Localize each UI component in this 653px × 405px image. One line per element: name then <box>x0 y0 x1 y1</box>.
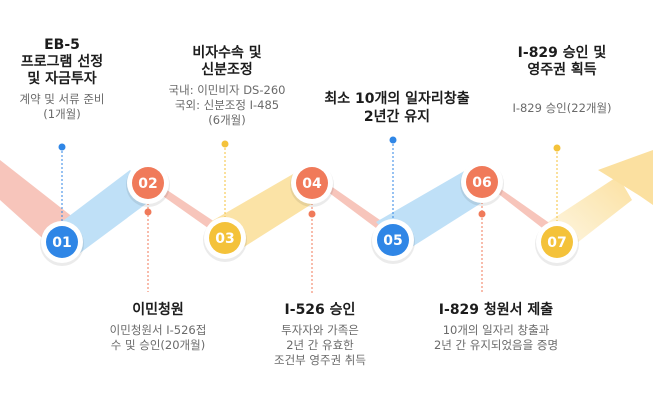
step-node-04: 04 <box>290 162 334 207</box>
step-number: 04 <box>302 176 322 192</box>
step-description-line: (6개월) <box>208 113 246 127</box>
step-label-05: 최소 10개의 일자리창출 2년간 유지 <box>307 90 487 126</box>
step-title-line: EB-5 <box>44 37 80 53</box>
step-description-line: 국내: 이민비자 DS-260 <box>168 83 286 97</box>
step-description-line: 이민청원서 I-526접 <box>109 323 207 337</box>
step-title-line: 영주권 획득 <box>527 62 597 78</box>
node-inner <box>209 222 241 254</box>
node-inner <box>377 224 409 256</box>
step-description-line: (1개월) <box>43 107 81 121</box>
node-inner <box>46 226 78 258</box>
step-node-06: 06 <box>460 161 504 206</box>
node-inner <box>132 167 164 199</box>
step-description-line: 2년 간 유효한 <box>286 338 354 352</box>
step-title-line: 비자수속 및 <box>192 45 262 61</box>
step-number: 02 <box>138 176 157 192</box>
node-inner <box>296 167 328 199</box>
step-title-line: 신분조정 <box>201 62 253 78</box>
node-inner <box>541 226 573 258</box>
connector-dot <box>144 208 152 216</box>
step-title: I-526 승인 <box>230 302 410 319</box>
step-description-line: 계약 및 서류 준비 <box>19 92 105 106</box>
step-number: 03 <box>215 231 234 247</box>
step-title-line: I-526 승인 <box>284 302 356 318</box>
step-title-line: 이민청원 <box>132 302 184 318</box>
step-node-01: 01 <box>40 221 84 266</box>
step-description-line: I-829 승인(22개월) <box>512 101 612 115</box>
step-title-line: 프로그램 선정 <box>20 54 104 70</box>
connector-dot <box>389 136 397 144</box>
step-title-line: 2년간 유지 <box>363 109 431 125</box>
step-description-line: 수 및 승인(20개월) <box>110 338 206 352</box>
step-description-line: 조건부 영주권 취득 <box>274 353 366 367</box>
step-description-line: 국외: 신분조정 I-485 <box>174 98 280 112</box>
connector-dot <box>221 140 229 148</box>
step-title-line: I-829 청원서 제출 <box>438 302 554 318</box>
connector-dot <box>58 143 66 151</box>
step-node-03: 03 <box>203 217 247 262</box>
step-description: 계약 및 서류 준비(1개월) <box>0 92 152 122</box>
step-node-07: 07 <box>535 221 579 266</box>
step-number: 07 <box>547 235 566 251</box>
step-node-05: 05 <box>371 219 415 264</box>
node-inner <box>466 166 498 198</box>
step-number: 05 <box>383 233 402 249</box>
step-title: 최소 10개의 일자리창출 2년간 유지 <box>307 90 487 126</box>
step-title: 이민청원 <box>68 302 248 319</box>
step-node-02: 02 <box>126 162 170 207</box>
arrow-head <box>598 150 653 205</box>
step-title-line: 최소 10개의 일자리창출 <box>324 91 470 107</box>
step-title-line: 및 자금투자 <box>27 71 97 87</box>
step-description: I-829 승인(22개월) <box>472 101 652 116</box>
step-number: 01 <box>52 235 71 251</box>
connector-dot <box>308 210 316 218</box>
step-title: I-829 청원서 제출 <box>406 302 586 319</box>
step-title-line: I-829 승인 및 <box>517 45 607 61</box>
connector-dot <box>478 210 486 218</box>
step-description-line: 10개의 일자리 창출과 <box>442 323 550 337</box>
step-description-line: 투자자와 가족은 <box>281 323 359 337</box>
connector-dot <box>553 144 561 152</box>
step-number: 06 <box>472 175 491 191</box>
step-description-line: 2년 간 유지되었음을 증명 <box>433 338 559 352</box>
